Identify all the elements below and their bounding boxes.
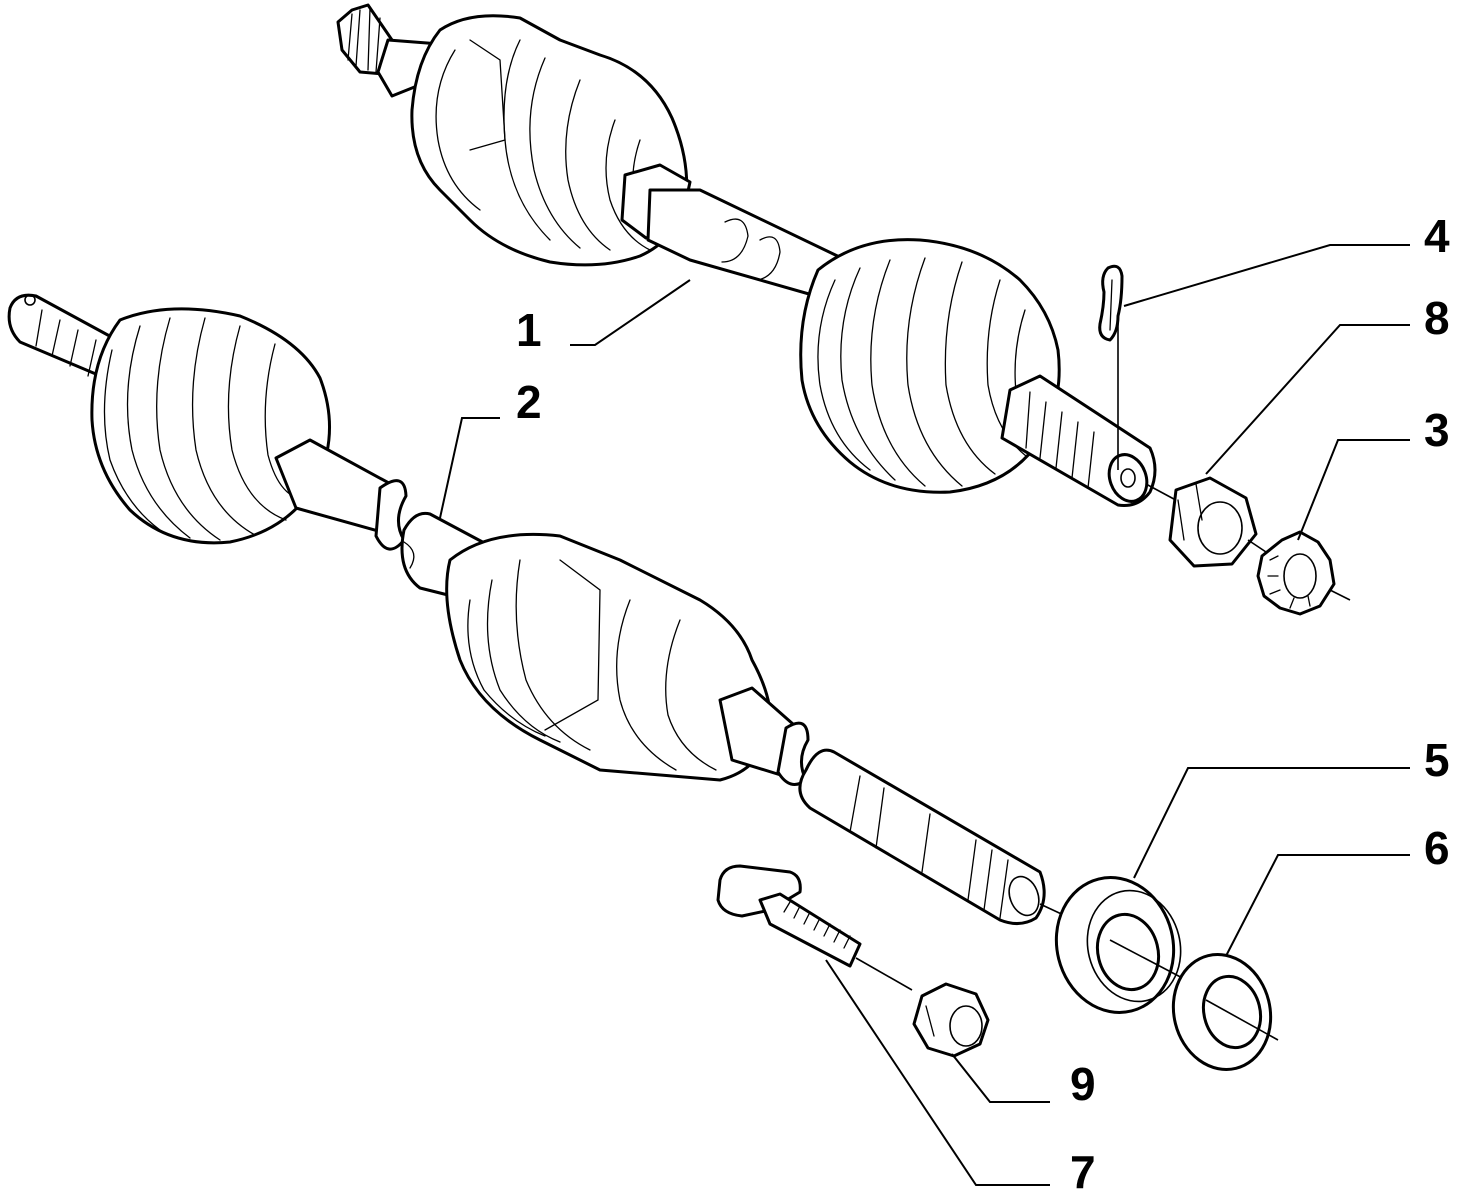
leader-7 — [825, 959, 1050, 1186]
leader-9 — [951, 1053, 1050, 1103]
callout-5: 5 — [1424, 734, 1450, 786]
callout-labels: 1 2 3 4 5 6 7 8 9 — [516, 210, 1450, 1190]
callout-4: 4 — [1424, 210, 1450, 262]
leader-8 — [1205, 324, 1410, 475]
hub-nut — [1168, 476, 1273, 568]
castle-lock-ring — [1256, 530, 1351, 616]
leader-4 — [1123, 244, 1410, 307]
callout-2: 2 — [516, 376, 542, 428]
split-pin — [1098, 264, 1124, 470]
upper-drive-shaft — [336, 3, 1186, 507]
clamp-bolt — [716, 864, 913, 991]
leader-1 — [570, 279, 691, 346]
callout-8: 8 — [1424, 292, 1450, 344]
lower-drive-shaft — [7, 293, 1046, 925]
bolt-lock-nut — [912, 982, 990, 1058]
leader-lines — [439, 244, 1410, 1186]
callout-9: 9 — [1070, 1058, 1096, 1110]
callout-6: 6 — [1424, 822, 1450, 874]
bearing — [1039, 876, 1191, 1014]
leader-6 — [1225, 854, 1410, 957]
callout-7: 7 — [1070, 1146, 1096, 1190]
leader-2 — [439, 417, 500, 519]
callout-3: 3 — [1424, 404, 1450, 456]
callout-1: 1 — [516, 304, 542, 356]
leader-5 — [1133, 767, 1410, 879]
leader-3 — [1297, 439, 1410, 541]
washer — [1171, 953, 1279, 1071]
